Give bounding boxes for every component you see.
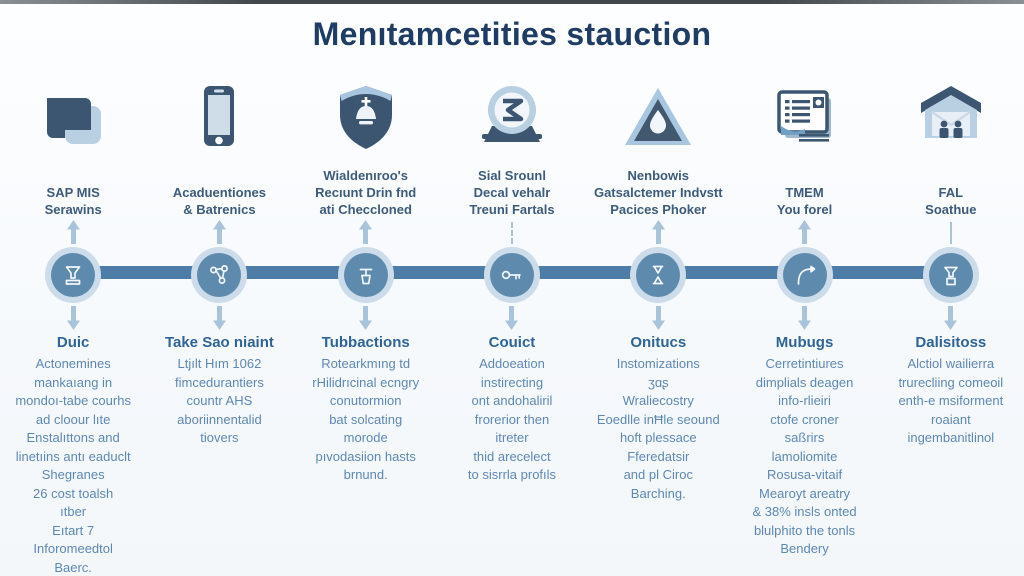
timeline-column-7: FAL Soathue Dalisitoss Alctiol wailierra… — [878, 76, 1024, 576]
timeline-node — [483, 246, 540, 304]
column-label: Nenbowis Gatsalctemer Indvstt Pacices Ph… — [593, 168, 723, 217]
timeline-node — [191, 246, 248, 304]
column-label: Wialdenıroo's Recıunt Drin fnd ati Checc… — [315, 168, 417, 217]
document-card-icon — [769, 76, 841, 160]
section-body: Rotearkmıng td rHilidrıcinal ecngry conu… — [312, 356, 420, 482]
section-body: Ltjılt Hım 1062 fimcedurantiers countr A… — [174, 356, 264, 445]
timeline-column-4: Sial Srounl Decal vehalr Treuni Fartals … — [439, 76, 585, 576]
funnel-box-icon — [928, 253, 973, 297]
plant-icon — [343, 253, 388, 297]
down-arrow-icon — [212, 304, 227, 330]
timeline-node — [922, 246, 979, 304]
column-label: FAL Soathue — [925, 185, 977, 217]
top-border — [0, 0, 1024, 4]
shield-icon — [330, 76, 402, 160]
key-icon — [489, 253, 534, 297]
timeline-columns: SAP MIS Serawins Duic Actonemines mankaı… — [0, 76, 1024, 576]
column-label: Sial Srounl Decal vehalr Treuni Fartals — [469, 168, 555, 217]
hourglass-icon — [636, 253, 681, 297]
up-arrow-icon — [212, 218, 227, 246]
timeline-column-6: TMEM You forel Mubugs Cerretintiures dim… — [731, 76, 877, 576]
section-heading: Tubbactions — [321, 334, 410, 351]
up-arrow-icon — [651, 218, 666, 246]
scale-badge-icon — [476, 76, 548, 160]
arch-leaf-icon — [782, 253, 827, 297]
down-arrow-icon — [943, 304, 958, 330]
line-connector — [949, 218, 953, 246]
section-body: Actonemines mankaıang in mondoı-tabe cou… — [15, 356, 131, 575]
funnel-icon — [51, 253, 96, 297]
down-arrow-icon — [651, 304, 666, 330]
section-heading: Onitucs — [630, 334, 687, 351]
up-arrow-icon — [66, 218, 81, 246]
section-heading: Take Sao niaint — [164, 334, 274, 351]
warning-triangle-icon — [622, 76, 694, 160]
column-label: Acaduentiones & Batrenics — [172, 185, 267, 217]
up-arrow-icon — [358, 218, 373, 246]
column-label: TMEM You forel — [776, 185, 833, 217]
timeline-node — [776, 246, 833, 304]
down-arrow-icon — [797, 304, 812, 330]
camera-icon — [37, 76, 109, 160]
up-arrow-icon — [797, 218, 812, 246]
timeline-column-3: Wialdenıroo's Recıunt Drin fnd ati Checc… — [293, 76, 439, 576]
section-heading: Mubugs — [775, 334, 834, 351]
section-body: Addoeation instirecting ont andohaliril … — [467, 356, 557, 482]
page-title: Menıtamcetities stauction — [312, 16, 712, 52]
section-heading: Dalisitoss — [915, 334, 987, 351]
down-arrow-icon — [358, 304, 373, 330]
section-body: Alctiol wailierra trurecliing comeoil en… — [898, 356, 1004, 445]
smartphone-icon — [183, 76, 255, 160]
timeline-column-5: Nenbowis Gatsalctemer Indvstt Pacices Ph… — [585, 76, 731, 576]
down-arrow-icon — [504, 304, 519, 330]
section-body: Instomizations ʒɑʂ Wraliecostry Eoedlle … — [596, 356, 720, 501]
section-heading: Duic — [56, 334, 90, 351]
section-heading: Couict — [488, 334, 536, 351]
timeline-node — [630, 246, 687, 304]
network-icon — [197, 253, 242, 297]
down-arrow-icon — [66, 304, 81, 330]
section-body: Cerretintiures dimplials deagen info-rli… — [752, 356, 857, 556]
column-label: SAP MIS Serawins — [44, 185, 102, 217]
timeline-column-2: Acaduentiones & Batrenics Take Sao niain… — [146, 76, 292, 576]
timeline-column-1: SAP MIS Serawins Duic Actonemines mankaı… — [0, 76, 146, 576]
house-icon — [915, 76, 987, 160]
dashed-connector — [510, 218, 513, 246]
timeline-node — [337, 246, 394, 304]
timeline-node — [45, 246, 102, 304]
